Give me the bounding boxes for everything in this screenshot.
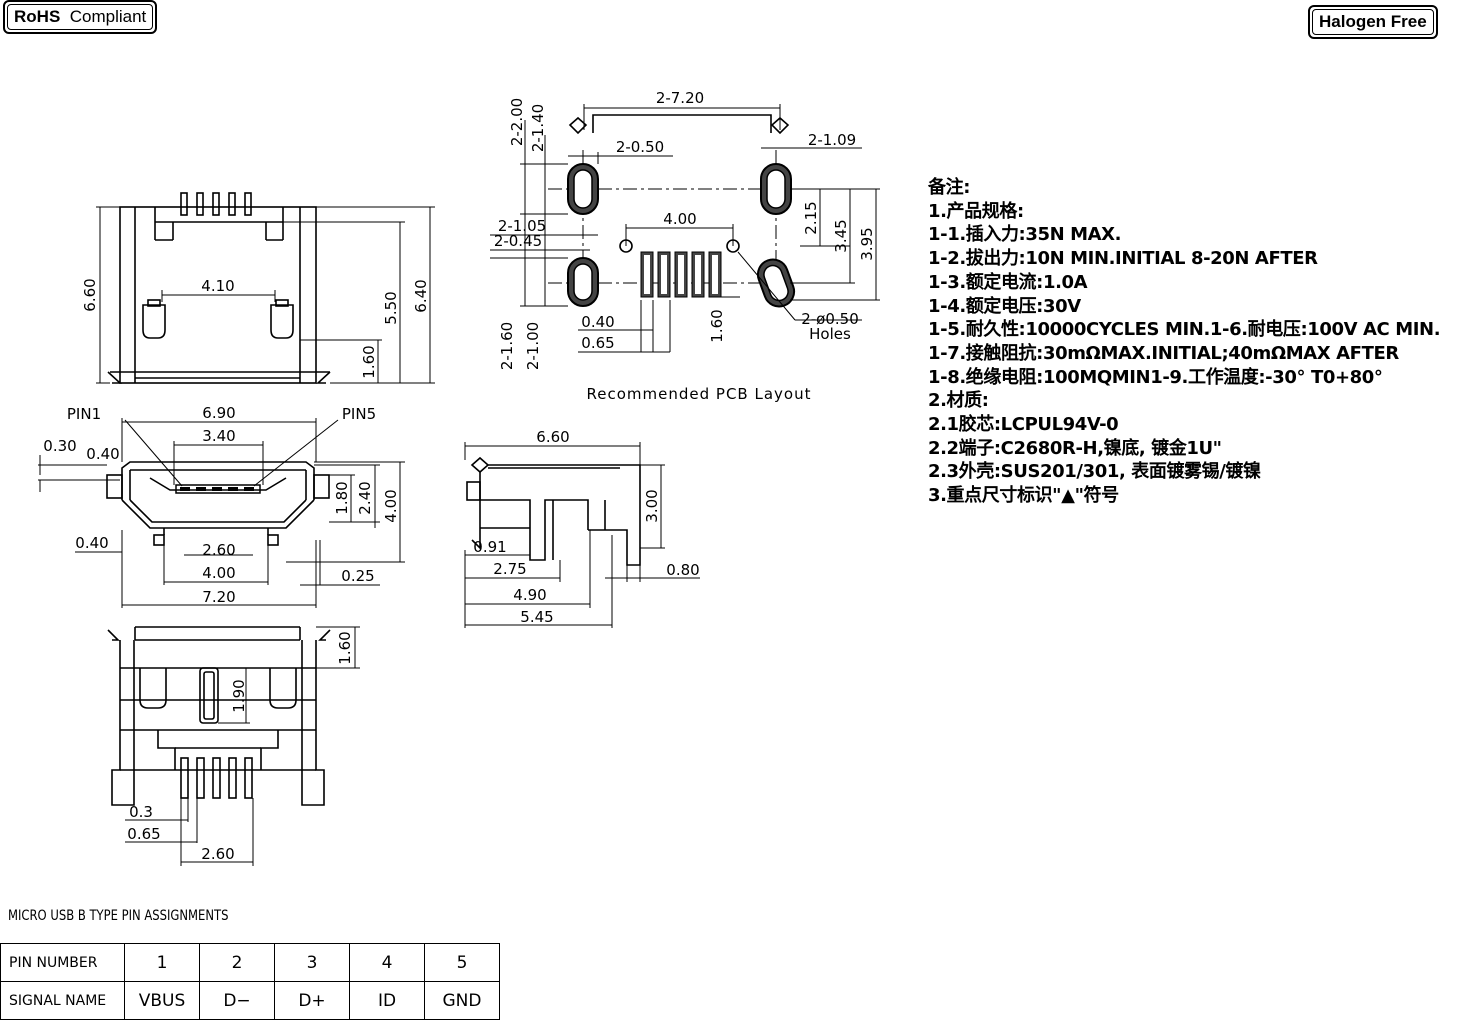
- note-line: 1-5.耐久性:10000CYCLES MIN.1-6.耐电压:100V AC …: [928, 319, 1441, 341]
- note-line: 3.重点尺寸标识"▲"符号: [928, 485, 1119, 507]
- note-line: 2.材质:: [928, 390, 989, 412]
- pcb-layout: 2-7.20 4.00 2: [490, 89, 880, 403]
- pcb-dim-0.40: 0.40: [581, 313, 614, 331]
- bottom-dim-0.65: 0.65: [127, 825, 160, 843]
- pcb-dim-2-1.05: 2-1.05: [498, 217, 546, 235]
- note-line: 1-2.拔出力:10N MIN.INITIAL 8-20N AFTER: [928, 248, 1318, 270]
- front-view: 6.90 3.40 PIN1 PIN5 0.30 0.40 0.40 1.80 …: [38, 404, 405, 608]
- bottom-dim-0.3: 0.3: [129, 803, 153, 821]
- note-line: 2.1胶芯:LCPUL94V-0: [928, 414, 1119, 436]
- signal-name-header: SIGNAL NAME: [0, 981, 125, 1020]
- compliant-label: Compliant: [69, 7, 147, 26]
- note-line: 1-8.绝缘电阻:100MQMIN1-9.工作温度:-30° T0+80°: [928, 366, 1383, 388]
- bottom-dim-2.60: 2.60: [201, 845, 234, 863]
- signal-name-cell: VBUS: [124, 981, 200, 1020]
- pcb-caption: Recommended PCB Layout: [587, 385, 812, 403]
- pcb-dim-4.00: 4.00: [663, 210, 696, 228]
- table-row: PIN NUMBER 1 2 3 4 5: [0, 943, 500, 982]
- pin1-label: PIN1: [67, 405, 101, 423]
- signal-name-cell: ID: [349, 981, 425, 1020]
- pcb-dim-2-0.50: 2-0.50: [616, 138, 664, 156]
- front-dim-3.40: 3.40: [202, 427, 235, 445]
- front-dim-2.40: 2.40: [356, 481, 374, 514]
- pcb-dim-2-7.20: 2-7.20: [656, 89, 704, 107]
- pin-number-cell: 1: [124, 943, 200, 982]
- top-dim-6.60: 6.60: [81, 278, 99, 311]
- pcb-dim-2-0.45: 2-0.45: [494, 232, 542, 250]
- top-dim-1.60: 1.60: [360, 345, 378, 378]
- front-dim-4.00: 4.00: [382, 489, 400, 522]
- side-dim-4.90: 4.90: [513, 586, 546, 604]
- front-dim-7.20: 7.20: [202, 588, 235, 606]
- note-line: 2.2端子:C2680R-H,镍底, 镀金1U": [928, 437, 1222, 459]
- top-dim-5.50: 5.50: [382, 291, 400, 324]
- pcb-dim-2-1.40: 2-1.40: [529, 104, 547, 152]
- spec-notes: 备注: 1.产品规格: 1-1.插入力:35N MAX. 1-2.拔出力:10N…: [928, 176, 1453, 508]
- top-view: 6.60 4.10 5.50 6.40 1.60: [81, 192, 435, 384]
- bottom-dim-1.60: 1.60: [336, 631, 354, 664]
- front-dim-0.30: 0.30: [43, 437, 76, 455]
- front-dim-0.25: 0.25: [341, 567, 374, 585]
- top-dim-6.40: 6.40: [412, 279, 430, 312]
- note-line: 1-4.额定电压:30V: [928, 295, 1081, 317]
- signal-name-cell: D−: [199, 981, 275, 1020]
- halogen-free-label: Halogen Free: [1312, 9, 1434, 35]
- front-dim-2.60: 2.60: [202, 541, 235, 559]
- pin-number-cell: 4: [349, 943, 425, 982]
- front-dim-6.90: 6.90: [202, 404, 235, 422]
- pcb-holes-dim: 2-ø0.50: [801, 310, 859, 328]
- note-line: 1-7.接触阻抗:30mΩMAX.INITIAL;40mΩMAX AFTER: [928, 342, 1399, 364]
- pcb-dim-2-1.60: 2-1.60: [498, 322, 516, 370]
- pcb-dim-2-2.00: 2-2.00: [508, 98, 526, 146]
- pcb-dim-3.95: 3.95: [858, 227, 876, 260]
- pcb-dim-2-1.00: 2-1.00: [524, 322, 542, 370]
- pcb-dim-2-1.09: 2-1.09: [808, 131, 856, 149]
- side-view: 6.60 3.00 0.91 2.75 0.80 4.90 5.45: [464, 428, 700, 628]
- note-line: 2.3外壳:SUS201/301, 表面镀雾锡/镀镍: [928, 461, 1261, 483]
- note-line: 备注:: [928, 177, 970, 198]
- pin-number-header: PIN NUMBER: [0, 943, 125, 982]
- front-dim-1.80: 1.80: [333, 481, 351, 514]
- side-dim-6.60: 6.60: [536, 428, 569, 446]
- pin-number-cell: 3: [274, 943, 350, 982]
- table-row: SIGNAL NAME VBUS D− D+ ID GND: [0, 981, 500, 1020]
- pcb-holes-label: Holes: [809, 325, 851, 343]
- front-dim-0.40-top: 0.40: [86, 445, 119, 463]
- side-dim-2.75: 2.75: [493, 560, 526, 578]
- side-dim-0.91: 0.91: [473, 538, 506, 556]
- pin5-label: PIN5: [342, 405, 376, 423]
- technical-drawing: 6.60 4.10 5.50 6.40 1.60 2-7.20: [38, 89, 880, 866]
- side-dim-0.80: 0.80: [666, 561, 699, 579]
- pcb-dim-2.15: 2.15: [802, 201, 820, 234]
- pin-table-title: MICRO USB B TYPE PIN ASSIGNMENTS: [8, 908, 229, 924]
- side-dim-3.00: 3.00: [643, 489, 661, 522]
- rohs-badge: RoHS Compliant: [3, 0, 158, 34]
- halogen-free-badge: Halogen Free: [1308, 5, 1438, 39]
- pin-number-cell: 5: [424, 943, 500, 982]
- note-line: 1.产品规格:: [928, 200, 1024, 222]
- pin-assignment-table: PIN NUMBER 1 2 3 4 5 SIGNAL NAME VBUS D−…: [0, 943, 500, 1020]
- pcb-dim-3.45: 3.45: [832, 219, 850, 252]
- bottom-dim-1.90: 1.90: [230, 679, 248, 712]
- front-dim-0.40-left: 0.40: [75, 534, 108, 552]
- note-line: 1-3.额定电流:1.0A: [928, 271, 1088, 293]
- signal-name-cell: GND: [424, 981, 500, 1020]
- bottom-view: 1.60 1.90 0.3 0.65 2.60: [107, 626, 360, 866]
- signal-name-cell: D+: [274, 981, 350, 1020]
- pin-number-cell: 2: [199, 943, 275, 982]
- front-dim-4.00-bottom: 4.00: [202, 564, 235, 582]
- pcb-dim-0.65: 0.65: [581, 334, 614, 352]
- rohs-label: RoHS: [14, 7, 61, 26]
- top-dim-4.10: 4.10: [201, 277, 234, 295]
- note-line: 1-1.插入力:35N MAX.: [928, 224, 1122, 246]
- side-dim-5.45: 5.45: [520, 608, 553, 626]
- pcb-dim-1.60: 1.60: [708, 309, 726, 342]
